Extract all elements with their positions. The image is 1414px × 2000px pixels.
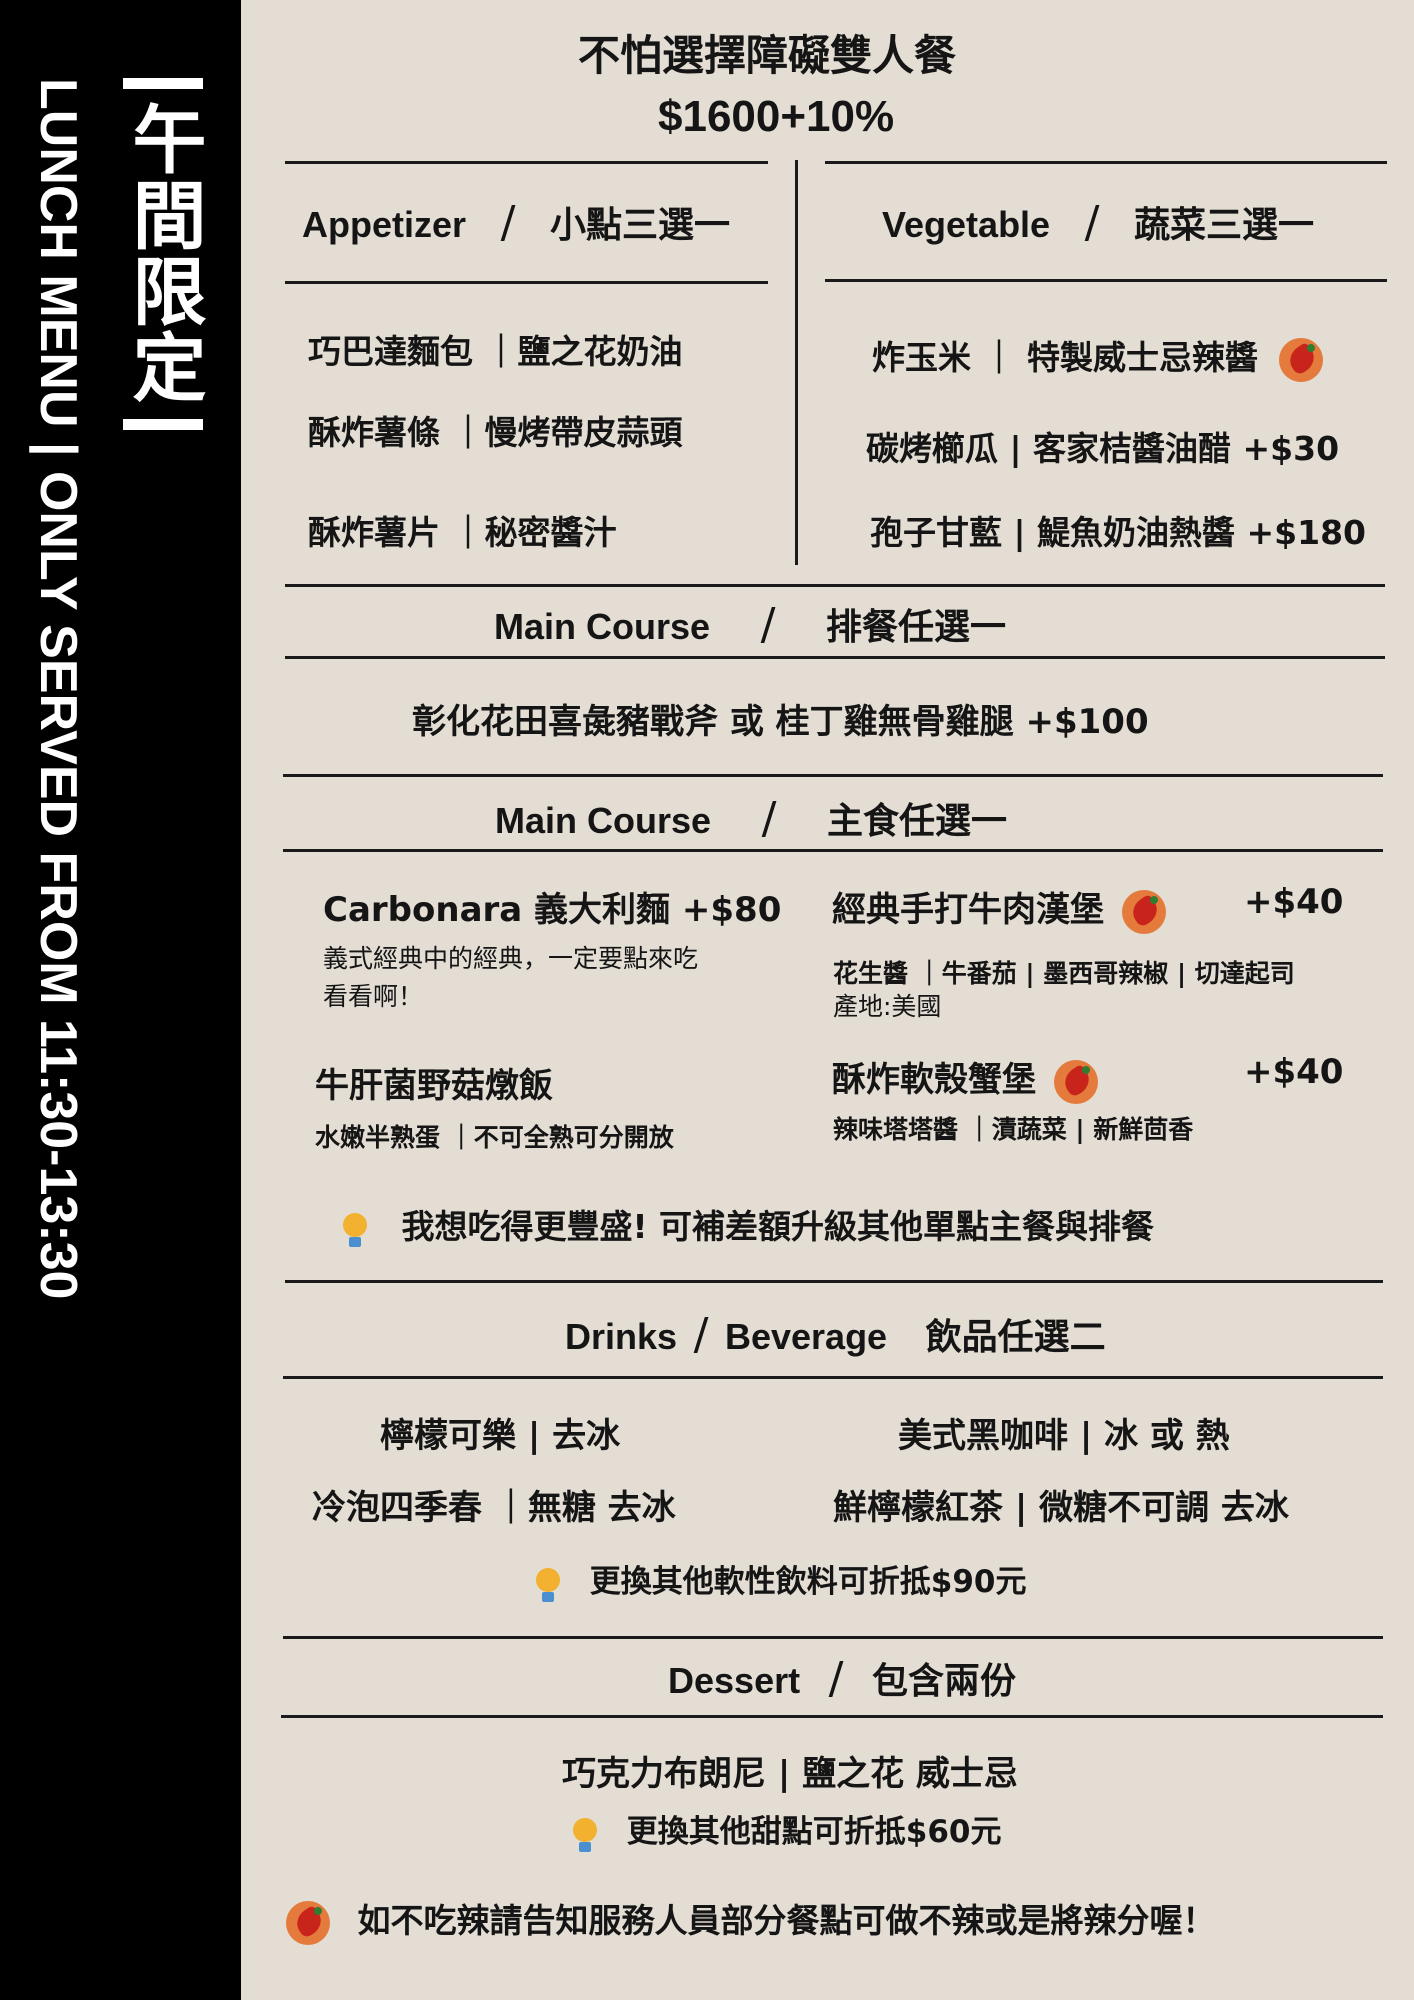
chili-icon — [1053, 1059, 1098, 1104]
divider — [283, 1376, 1383, 1379]
dessert-heading-en: Dessert — [668, 1660, 801, 1701]
heading-separator: / — [828, 1653, 844, 1704]
drinks-heading-en: Drinks — [565, 1316, 678, 1357]
carbonara-item: Carbonara 義大利麵 +$80 — [323, 890, 782, 930]
top-divider — [123, 78, 203, 89]
heading-separator: / — [761, 793, 777, 844]
heading-separator: / — [693, 1309, 709, 1360]
burger-origin: 產地:美國 — [833, 992, 942, 1021]
divider — [281, 1715, 1383, 1718]
divider — [285, 1280, 1383, 1283]
divider — [825, 279, 1387, 282]
spicy-note: 如不吃辣請告知服務人員部分餐點可做不辣或是將辣分喔！ — [286, 1894, 1216, 1945]
lunch-limited-text: 午間限定 — [120, 101, 206, 405]
heading-separator: / — [1084, 197, 1100, 248]
drinks-heading-zh: 飲品任選二 — [925, 1317, 1106, 1358]
appetizer-item: 酥炸薯片 ｜秘密醬汁 — [308, 513, 617, 552]
main-staple-heading: Main Course / 主食任選一 — [495, 792, 1007, 844]
drinks-tip: 更換其他軟性飲料可折抵$90元 — [533, 1556, 1027, 1606]
dessert-tip: 更換其他甜點可折抵$60元 — [570, 1806, 1002, 1856]
chili-icon — [286, 1900, 330, 1945]
drinks-heading: Drinks / Beverage 飲品任選二 — [565, 1308, 1106, 1360]
burger-price: +$40 — [1244, 882, 1344, 922]
appetizer-heading: Appetizer / 小點三選一 — [302, 196, 730, 248]
lightbulb-icon — [340, 1207, 370, 1251]
divider — [285, 281, 768, 284]
vegetable-item-text: 炸玉米 ｜ 特製威士忌辣醬 — [872, 338, 1258, 377]
crab-burger-price: +$40 — [1244, 1052, 1344, 1092]
upgrade-tip-text: 我想吃得更豐盛! 可補差額升級其他單點主餐與排餐 — [401, 1207, 1155, 1246]
burger-item: 經典手打牛肉漢堡 — [832, 882, 1166, 934]
burger-name: 經典手打牛肉漢堡 — [832, 890, 1104, 930]
vegetable-heading-en: Vegetable — [882, 204, 1051, 245]
vegetable-heading-zh: 蔬菜三選一 — [1134, 205, 1315, 246]
chili-icon — [1279, 337, 1324, 382]
drink-item: 檸檬可樂 | 去冰 — [380, 1416, 621, 1456]
heading-separator: / — [760, 599, 776, 650]
main-steak-heading-zh: 排餐任選一 — [825, 607, 1006, 648]
drink-item: 鮮檸檬紅茶 | 微糖不可調 去冰 — [833, 1488, 1289, 1528]
drink-item: 冷泡四季春 ｜無糖 去冰 — [312, 1488, 676, 1528]
main-steak-heading: Main Course / 排餐任選一 — [494, 598, 1006, 650]
risotto-description: 水嫩半熟蛋 ｜不可全熟可分開放 — [315, 1123, 674, 1152]
appetizer-heading-zh: 小點三選一 — [549, 205, 730, 246]
sidebar: LUNCH MENU | ONLY SERVED FROM 11:30-13:3… — [0, 0, 241, 2000]
main-staple-heading-zh: 主食任選一 — [826, 801, 1007, 842]
carbonara-description: 看看啊！ — [323, 982, 424, 1011]
divider — [283, 1636, 1383, 1639]
dessert-tip-text: 更換其他甜點可折抵$60元 — [626, 1814, 1002, 1850]
dessert-heading: Dessert / 包含兩份 — [668, 1652, 1016, 1704]
crab-burger-name: 酥炸軟殼蟹堡 — [832, 1060, 1036, 1100]
chili-icon — [1121, 889, 1166, 934]
set-price: $1600+10% — [658, 92, 895, 141]
risotto-item: 牛肝菌野菇燉飯 — [315, 1066, 553, 1106]
drinks-tip-text: 更換其他軟性飲料可折抵$90元 — [589, 1564, 1027, 1600]
divider — [285, 584, 1385, 587]
carbonara-description: 義式經典中的經典，一定要點來吃 — [323, 944, 699, 973]
menu-title: 不怕選擇障礙雙人餐 — [578, 31, 957, 80]
appetizer-item: 巧巴達麵包 ｜鹽之花奶油 — [308, 332, 683, 371]
vegetable-item: 碳烤櫛瓜 | 客家桔醬油醋 +$30 — [866, 429, 1340, 468]
lightbulb-icon — [570, 1812, 600, 1856]
column-divider — [795, 160, 798, 565]
dessert-heading-zh: 包含兩份 — [872, 1661, 1017, 1702]
lightbulb-icon — [533, 1562, 563, 1606]
crab-burger-item: 酥炸軟殼蟹堡 — [832, 1052, 1098, 1104]
vegetable-heading: Vegetable / 蔬菜三選一 — [882, 196, 1314, 248]
drink-item: 美式黑咖啡 | 冰 或 熱 — [898, 1416, 1230, 1456]
spicy-note-text: 如不吃辣請告知服務人員部分餐點可做不辣或是將辣分喔！ — [357, 1901, 1216, 1940]
divider — [283, 849, 1383, 852]
crab-burger-description: 辣味塔塔醬 ｜漬蔬菜 | 新鮮茴香 — [833, 1115, 1194, 1144]
appetizer-item: 酥炸薯條 ｜慢烤帶皮蒜頭 — [308, 413, 683, 452]
lunch-hours-vertical-text: LUNCH MENU | ONLY SERVED FROM 11:30-13:3… — [29, 78, 87, 1300]
divider — [825, 161, 1387, 164]
divider — [285, 161, 768, 164]
heading-separator: / — [500, 197, 516, 248]
main-steak-heading-en: Main Course — [494, 606, 711, 647]
main-staple-heading-en: Main Course — [495, 800, 712, 841]
dessert-item: 巧克力布朗尼 | 鹽之花 威士忌 — [562, 1754, 1018, 1794]
lunch-limited-heading: 午間限定 — [118, 78, 208, 558]
vegetable-item: 炸玉米 ｜ 特製威士忌辣醬 — [872, 331, 1324, 382]
divider — [283, 774, 1383, 777]
beverage-heading-en: Beverage — [724, 1316, 888, 1357]
steak-item: 彰化花田喜彘豬戰斧 或 桂丁雞無骨雞腿 +$100 — [412, 702, 1149, 742]
bottom-divider — [123, 419, 203, 430]
appetizer-heading-en: Appetizer — [302, 204, 467, 245]
upgrade-tip: 我想吃得更豐盛! 可補差額升級其他單點主餐與排餐 — [340, 1200, 1154, 1251]
divider — [285, 656, 1385, 659]
vegetable-item: 孢子甘藍 | 鯷魚奶油熱醬 +$180 — [870, 513, 1367, 552]
burger-description: 花生醬 ｜牛番茄 | 墨西哥辣椒 | 切達起司 — [833, 959, 1295, 988]
